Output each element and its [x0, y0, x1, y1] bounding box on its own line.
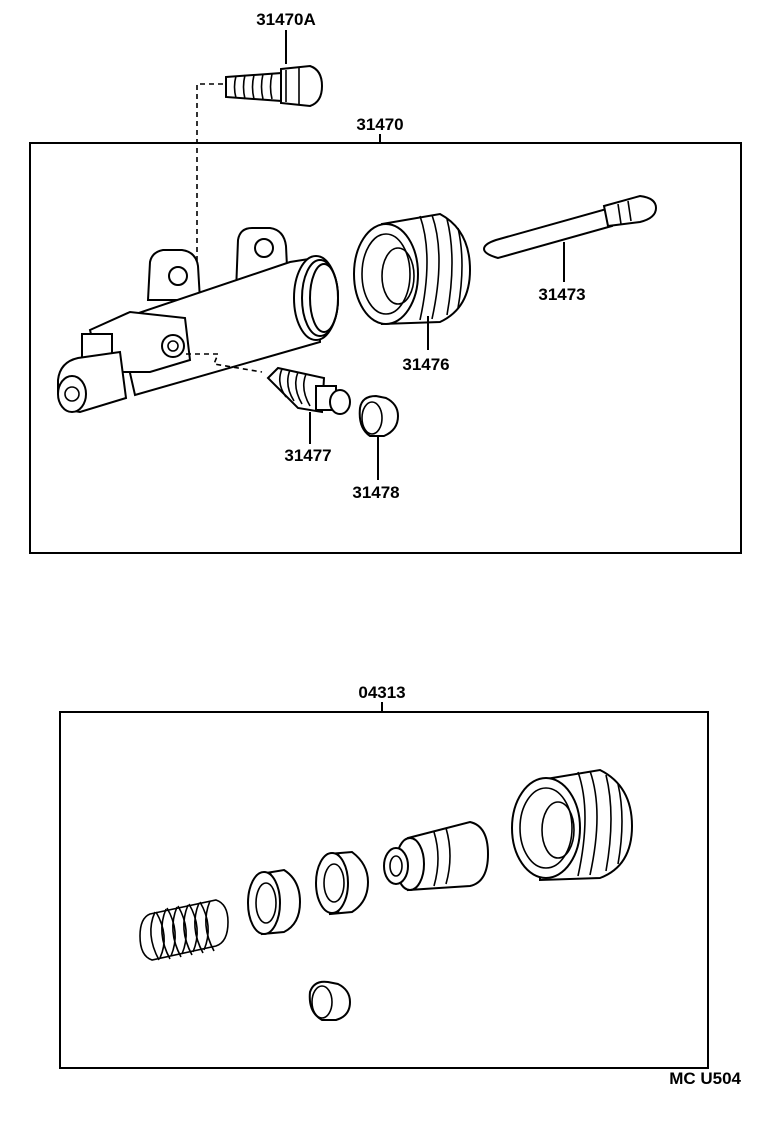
piston-cup-rear: [247, 868, 302, 936]
spring: [139, 899, 229, 961]
label-31478: 31478: [352, 483, 399, 502]
repair-kit-frame: [59, 711, 709, 1069]
boot-31476: [353, 212, 472, 350]
piston-cup-front: [315, 850, 370, 916]
label-31477: 31477: [284, 446, 331, 465]
bleeder-cap-31478: [358, 394, 400, 480]
figure-code: MC U504: [669, 1069, 741, 1088]
cylinder-assy-frame: [29, 142, 742, 554]
cylinder-body: [57, 227, 339, 414]
piston: [383, 820, 490, 892]
bleeder-plug-31477: [266, 366, 351, 444]
label-31476: 31476: [402, 355, 449, 374]
bolt-31470a: [225, 30, 324, 108]
label-04313: 04313: [358, 683, 405, 702]
push-rod-31473: [482, 194, 658, 282]
label-31470: 31470: [356, 115, 403, 134]
boot-kit: [511, 768, 634, 882]
label-31470a: 31470A: [256, 10, 316, 29]
bleeder-cap-kit: [308, 980, 352, 1021]
bleeder-leader: [186, 353, 263, 373]
label-31473: 31473: [538, 285, 585, 304]
bolt-leader: [196, 83, 223, 280]
